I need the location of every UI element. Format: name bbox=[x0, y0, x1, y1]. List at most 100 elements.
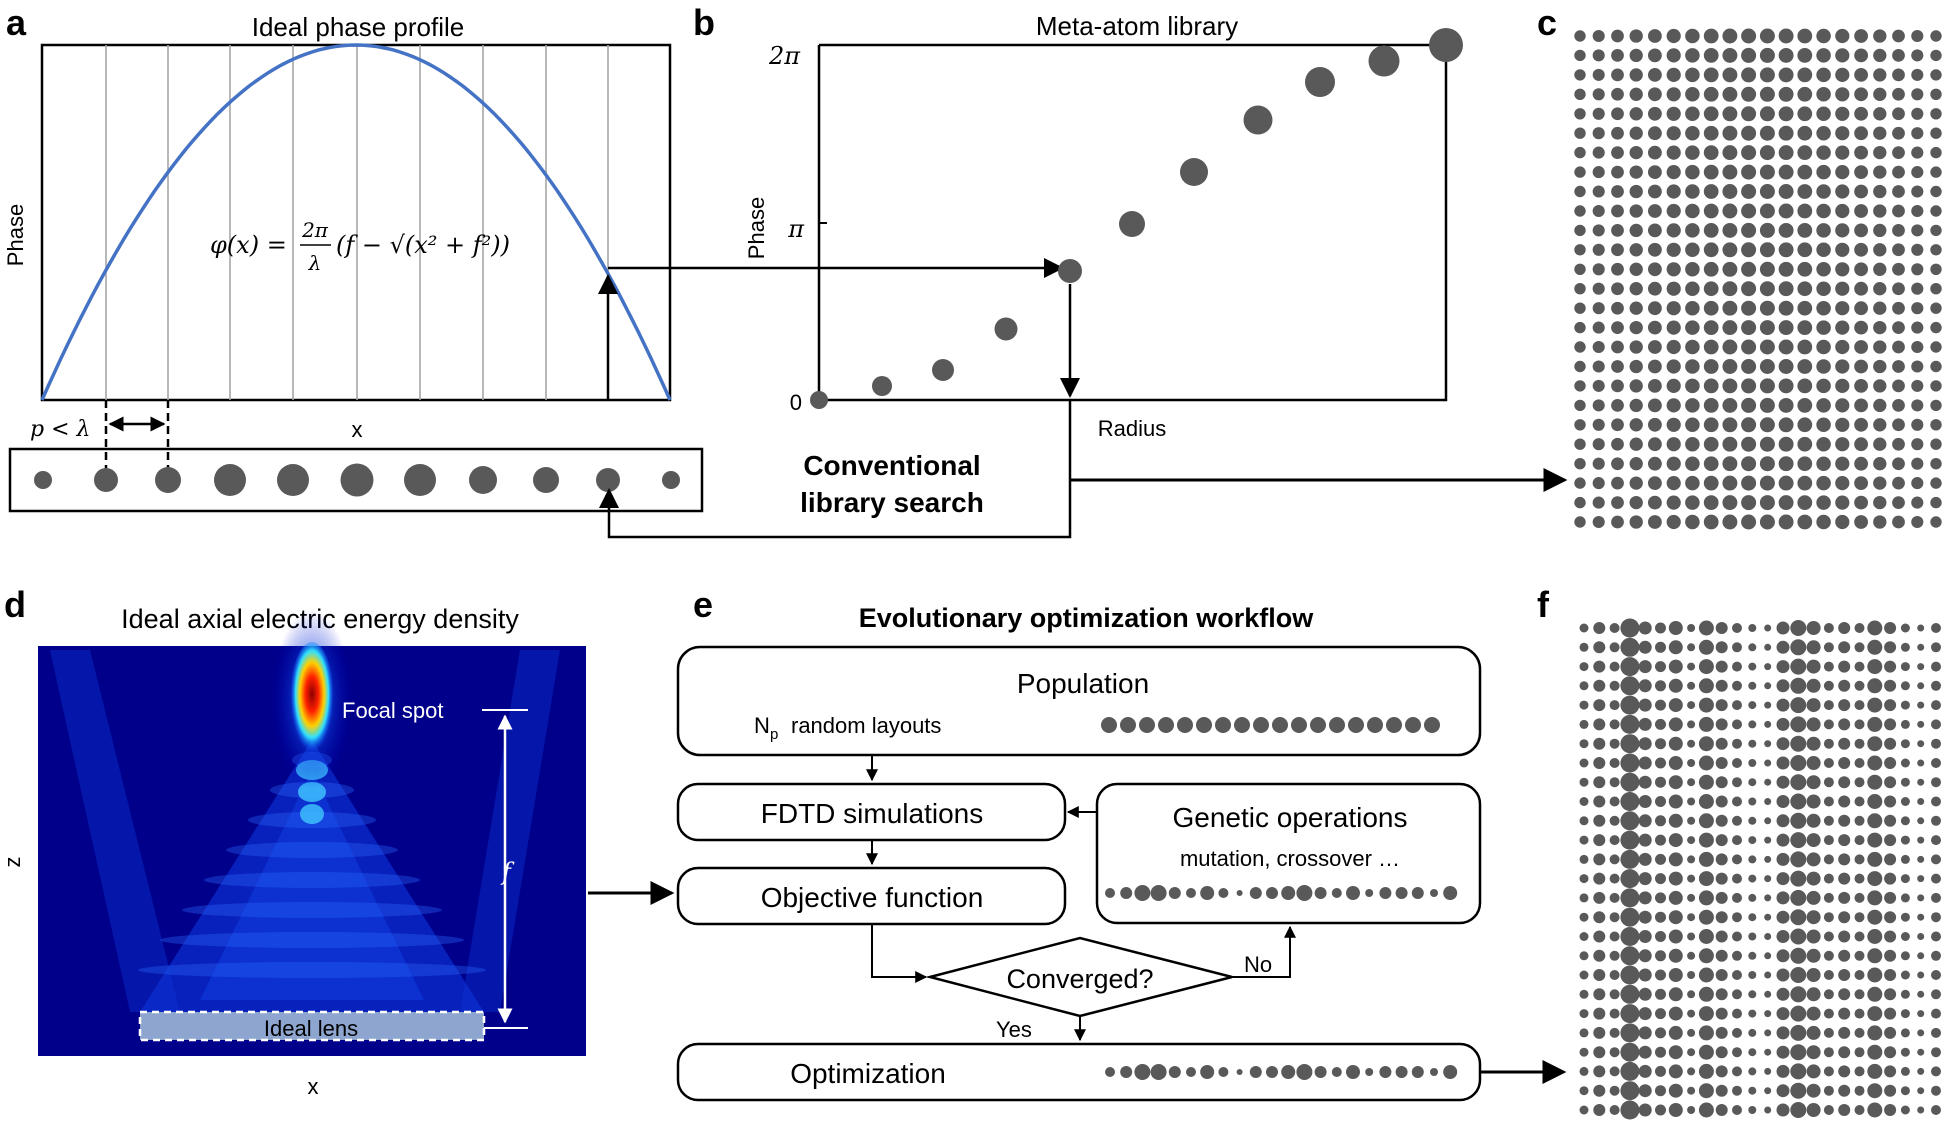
lens-atom bbox=[1931, 892, 1941, 903]
lens-atom bbox=[1685, 359, 1700, 374]
lens-atom bbox=[1655, 969, 1666, 981]
lens-atom bbox=[1638, 737, 1652, 751]
lens-atom bbox=[1835, 184, 1850, 199]
panel-letter-d: d bbox=[4, 584, 26, 625]
lens-atom bbox=[1790, 793, 1807, 810]
lens-atom bbox=[1638, 814, 1652, 828]
lens-atom bbox=[1931, 680, 1941, 691]
lens-atom bbox=[1854, 340, 1868, 354]
lens-atom bbox=[1611, 399, 1624, 412]
lens-atom bbox=[1873, 262, 1887, 276]
lens-atom bbox=[1638, 987, 1652, 1001]
lens-atom bbox=[1917, 701, 1925, 709]
lens-atom bbox=[1668, 775, 1683, 790]
lens-atom bbox=[1816, 378, 1831, 394]
lens-atom bbox=[1854, 515, 1868, 529]
lens-atom bbox=[1776, 717, 1790, 731]
lens-atom bbox=[1806, 1064, 1821, 1079]
lens-atom bbox=[1838, 988, 1851, 1001]
lens-atom bbox=[1609, 931, 1620, 942]
lens-atom bbox=[1703, 320, 1719, 335]
lens-atom bbox=[1873, 184, 1887, 199]
lens-atom bbox=[1732, 854, 1742, 865]
lens-atom bbox=[1930, 516, 1942, 528]
lens-atom bbox=[1790, 986, 1807, 1003]
lens-atom bbox=[1838, 660, 1851, 673]
lens-atom bbox=[1611, 379, 1624, 393]
layout-dot bbox=[1120, 887, 1133, 899]
lens-atom bbox=[1685, 456, 1700, 471]
lens-atom bbox=[1698, 1083, 1714, 1099]
lens-atom bbox=[1911, 438, 1924, 451]
lens-atom bbox=[1741, 397, 1757, 413]
lens-atom bbox=[1609, 1047, 1620, 1058]
lens-atom bbox=[1917, 1029, 1925, 1037]
lens-atom bbox=[1620, 907, 1640, 927]
lens-atom bbox=[1592, 263, 1605, 276]
layout-dot bbox=[1296, 1064, 1313, 1080]
lens-atom bbox=[1715, 622, 1728, 634]
lens-atom bbox=[1816, 125, 1831, 141]
ideal-phase-curve bbox=[40, 43, 672, 401]
lens-atom bbox=[1741, 28, 1757, 44]
lens-atom bbox=[1854, 495, 1868, 510]
lens-atom bbox=[1648, 204, 1662, 218]
lens-atom bbox=[1854, 379, 1868, 393]
lens-atom bbox=[1732, 796, 1742, 807]
panel-letter-b: b bbox=[693, 2, 715, 43]
lens-atom bbox=[1759, 164, 1775, 180]
lens-atom bbox=[1816, 300, 1831, 316]
lens-atom bbox=[1854, 1066, 1865, 1077]
lens-atom bbox=[1611, 262, 1624, 276]
lens-atom bbox=[1687, 913, 1696, 922]
lens-atom bbox=[1806, 1025, 1821, 1040]
lens-atom bbox=[1574, 477, 1586, 489]
lens-atom bbox=[1722, 339, 1738, 355]
lens-atom bbox=[1741, 339, 1757, 355]
lens-atom bbox=[1911, 379, 1924, 392]
panel-a-xlabel: x bbox=[352, 417, 363, 442]
lens-atom bbox=[1900, 797, 1910, 806]
lens-atom bbox=[1629, 48, 1643, 63]
lens-atom bbox=[1703, 378, 1719, 394]
lens-atom bbox=[1629, 145, 1643, 160]
layout-dot bbox=[1266, 887, 1278, 899]
lens-atom bbox=[1790, 1005, 1807, 1022]
lens-atom bbox=[1655, 853, 1666, 865]
lens-atom bbox=[1823, 623, 1834, 633]
lens-atom bbox=[1609, 700, 1620, 711]
lens-atom bbox=[1685, 339, 1700, 355]
lens-atom bbox=[1759, 300, 1775, 316]
lens-atom bbox=[1835, 262, 1850, 277]
lens-atom bbox=[1764, 1106, 1772, 1114]
lens-atom bbox=[1609, 835, 1620, 846]
lens-atom bbox=[1778, 28, 1794, 44]
panel-a-ylabel: Phase bbox=[3, 204, 28, 266]
lens-atom bbox=[1609, 777, 1620, 788]
lens-atom bbox=[1648, 184, 1662, 199]
lens-atom bbox=[1668, 659, 1683, 674]
lens-atom bbox=[1629, 359, 1643, 374]
lens-atom bbox=[1741, 164, 1757, 180]
lens-atom bbox=[1655, 988, 1666, 1000]
lens-atom bbox=[1666, 106, 1681, 121]
lens-atom bbox=[1648, 515, 1662, 529]
layout-dot bbox=[1200, 1065, 1215, 1079]
lens-atom bbox=[1687, 971, 1696, 979]
lens-atom bbox=[1748, 681, 1757, 690]
lens-atom bbox=[1703, 164, 1719, 180]
optimized-layout-dots bbox=[1105, 1064, 1458, 1080]
genetic-sub: mutation, crossover … bbox=[1180, 846, 1400, 871]
lens-atom bbox=[1609, 642, 1620, 653]
lens-atom bbox=[1854, 700, 1865, 711]
lens-atom bbox=[1685, 184, 1700, 199]
lens-atom bbox=[1638, 1103, 1652, 1117]
lens-atom bbox=[1816, 203, 1831, 219]
library-point bbox=[1180, 158, 1208, 186]
lens-atom bbox=[1638, 679, 1652, 693]
lens-atom bbox=[1666, 398, 1681, 413]
lens-atom bbox=[1892, 224, 1905, 237]
lens-atom bbox=[1806, 698, 1821, 713]
lens-atom bbox=[1703, 223, 1719, 238]
lens-atom bbox=[1854, 301, 1868, 316]
